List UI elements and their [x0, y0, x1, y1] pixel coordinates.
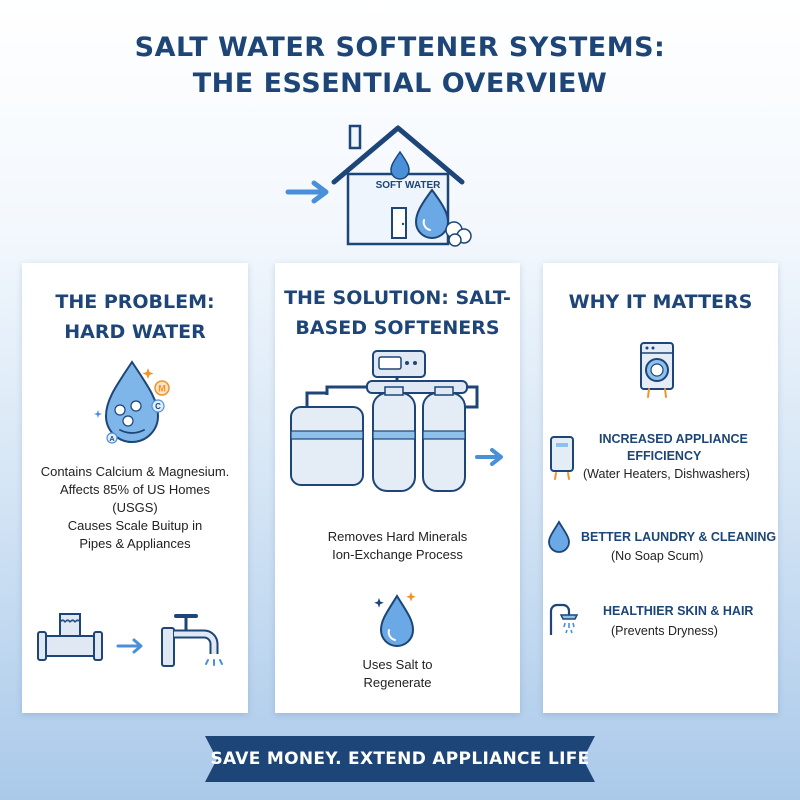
water-heater-icon — [550, 436, 574, 480]
solution-title-line-1: THE SOLUTION: SALT- — [284, 287, 511, 309]
water-drop-icon — [414, 188, 450, 239]
benefit-title-line: INCREASED APPLIANCE — [599, 432, 748, 446]
solution-footer-line: Uses Salt to — [362, 657, 433, 672]
benefit-title: HEALTHIER SKIN & HAIR — [603, 604, 754, 618]
problem-card-title: THE PROBLEM: HARD WATER — [22, 287, 248, 347]
problem-body-line: (USGS) — [112, 500, 158, 515]
solution-body-line: Ion-Exchange Process — [332, 547, 463, 562]
shower-icon — [549, 603, 579, 635]
arrow-right-icon — [116, 638, 143, 654]
arrow-right-icon — [475, 448, 503, 466]
benefit-title: INCREASED APPLIANCE EFFICIENCY — [599, 431, 748, 465]
problem-body-line: Affects 85% of US Homes — [59, 482, 211, 497]
washing-machine-icon — [640, 342, 674, 398]
hard-water-drop-icon: M C A — [94, 360, 170, 444]
water-drop-icon — [548, 520, 570, 553]
problem-card: THE PROBLEM: HARD WATER M C A Contains C… — [22, 263, 248, 713]
water-drop-icon — [374, 592, 416, 647]
mineral-letter-c: C — [155, 402, 161, 411]
benefit-subtitle: (Prevents Dryness) — [611, 624, 718, 638]
page-title: SALT WATER SOFTENER SYSTEMS: THE ESSENTI… — [0, 30, 800, 102]
benefit-skin-hair: HEALTHIER SKIN & HAIR (Prevents Dryness) — [543, 597, 778, 647]
problem-title-line-2: HARD WATER — [64, 321, 206, 343]
benefit-title: BETTER LAUNDRY & CLEANING — [581, 530, 777, 544]
benefit-subtitle: (No Soap Scum) — [611, 549, 704, 563]
solution-title-line-2: BASED SOFTENERS — [295, 317, 500, 339]
faucet-icon — [161, 614, 223, 667]
problem-title-line-1: THE PROBLEM: — [55, 291, 215, 313]
hero-label: SOFT WATER — [375, 180, 441, 191]
matters-card: WHY IT MATTERS INCREASED APPLIANCE EFFIC… — [543, 263, 778, 713]
pipe-to-faucet-illustration — [37, 613, 223, 667]
benefit-subtitle: (Water Heaters, Dishwashers) — [583, 467, 750, 481]
page-title-line-2: THE ESSENTIAL OVERVIEW — [192, 68, 608, 99]
arrow-right-icon — [285, 180, 329, 204]
mineral-letter-a: A — [109, 436, 114, 443]
page-title-line-1: SALT WATER SOFTENER SYSTEMS: — [134, 32, 666, 63]
banner-ribbon — [205, 736, 595, 782]
solution-body: Removes Hard Minerals Ion-Exchange Proce… — [275, 528, 520, 564]
problem-body-line: Causes Scale Buitup in — [67, 518, 203, 533]
benefit-title-line: EFFICIENCY — [627, 449, 702, 463]
banner-text: SAVE MONEY. EXTEND APPLIANCE LIFE — [210, 749, 590, 769]
scaled-pipe-icon — [37, 613, 103, 661]
problem-body: Contains Calcium & Magnesium. Affects 85… — [22, 463, 248, 553]
solution-card: THE SOLUTION: SALT- BASED SOFTENERS Remo… — [275, 263, 520, 713]
solution-footer: Uses Salt to Regenerate — [275, 656, 520, 692]
problem-body-line: Contains Calcium & Magnesium. — [40, 464, 230, 479]
benefit-appliance-efficiency: INCREASED APPLIANCE EFFICIENCY (Water He… — [543, 431, 778, 491]
salt-pellets-icon — [445, 221, 472, 247]
mineral-letter-m: M — [158, 384, 166, 394]
matters-card-title: WHY IT MATTERS — [568, 291, 753, 313]
hero-illustration — [285, 124, 472, 247]
solution-card-title: THE SOLUTION: SALT- BASED SOFTENERS — [275, 283, 520, 343]
solution-body-line: Removes Hard Minerals — [327, 529, 468, 544]
solution-footer-line: Regenerate — [363, 675, 432, 690]
problem-body-line: Pipes & Appliances — [79, 536, 191, 551]
water-drop-icon — [390, 150, 410, 180]
softener-system-icon — [290, 350, 503, 492]
benefit-laundry-cleaning: BETTER LAUNDRY & CLEANING (No Soap Scum) — [543, 519, 778, 563]
